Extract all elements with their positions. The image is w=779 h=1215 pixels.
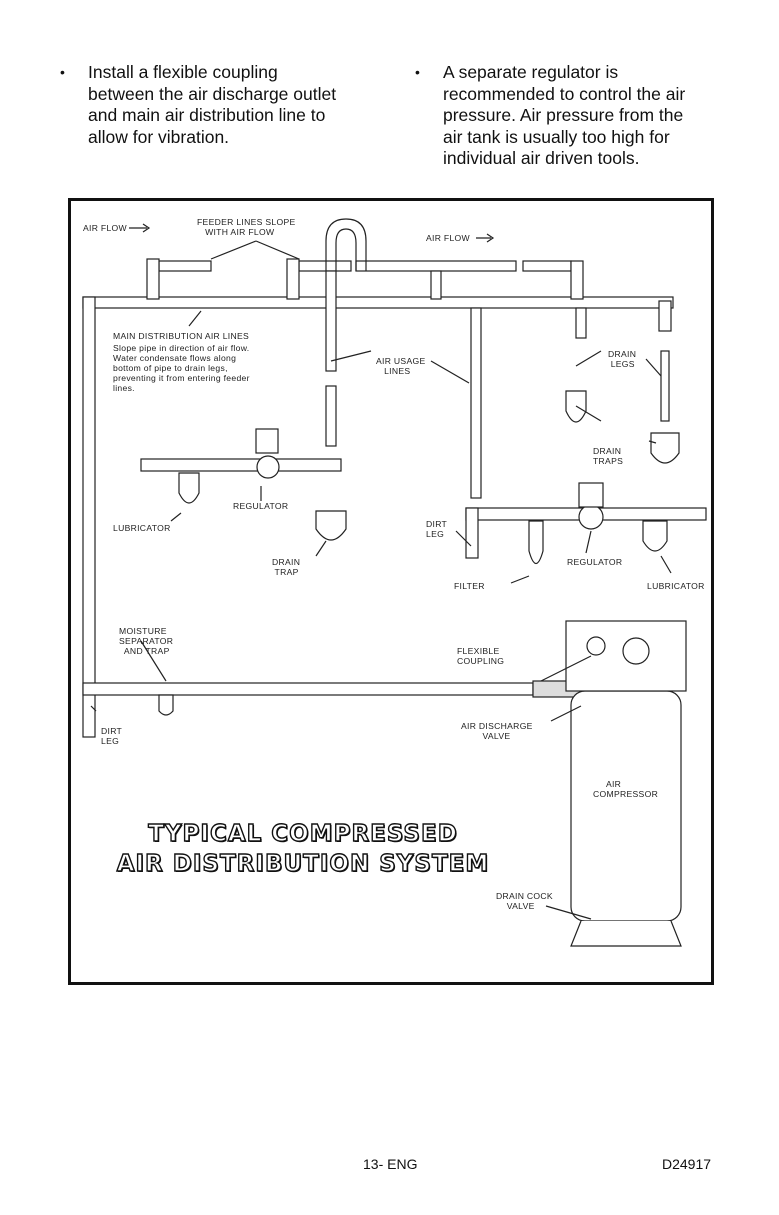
bullet-line: recommended to control the air [443,83,686,104]
label-feeder-lines: FEEDER LINES SLOPE WITH AIR FLOW [197,217,296,237]
leader-line [430,360,470,384]
feeder-drop [570,260,584,300]
pipe-diagram-drawing [82,218,707,947]
label-dirt-leg-left: DIRT LEG [101,726,123,746]
regulator-body [255,428,279,454]
dirt-leg-pipe [465,507,479,559]
moisture-separator [158,694,174,716]
drain-leg-pipe [660,350,670,422]
feeder-pipe [355,260,517,272]
label-drain-cock-valve: DRAIN COCK VALVE [496,891,553,911]
leader-line [315,530,472,557]
motor-flywheel [622,637,650,665]
pressure-gauge [586,636,606,656]
bullet-line: between the air discharge outlet [88,83,337,104]
feeder-drop [146,258,160,300]
air-usage-line [325,270,337,372]
label-air-compressor: AIR COMPRESSOR [593,779,659,799]
bullet-line: and main air distribution line to [88,105,326,125]
lower-main-pipe [82,682,534,696]
bullet-line: A separate regulator is [443,62,619,82]
air-usage-line [325,385,337,447]
main-drop-pipe [82,296,96,738]
leader-line [140,640,592,722]
leader-line [210,240,300,260]
air-usage-elbow [335,228,357,271]
label-lubricator-right: LUBRICATOR [647,581,705,591]
main-distribution-pipe [82,296,674,309]
feeder-pipe [298,260,352,272]
label-flexible-coupling: FLEXIBLE COUPLING [457,646,505,666]
leader-line [575,405,657,444]
label-regulator-left: REGULATOR [233,501,289,511]
label-air-usage-lines: AIR USAGE LINES [376,356,426,376]
air-distribution-diagram: AIR FLOW FEEDER LINES SLOPE WITH AIR FLO… [68,198,714,985]
air-usage-elbow [325,218,367,271]
label-air-flow-right: AIR FLOW [426,233,470,243]
drain-trap-bowl [315,510,347,541]
feeder-drop [430,270,442,300]
filter-bowl [528,520,544,565]
bullet-separate-regulator: • A separate regulator is recommended to… [415,62,743,170]
diagram-title-line: AIR DISTRIBUTION SYSTEM [116,850,490,877]
leader-line [510,530,672,584]
regulator-gauge [256,455,280,479]
air-usage-line [470,307,482,499]
drain-leg-pipe [575,307,587,339]
lubricator-bowl [642,520,668,552]
label-lubricator-left: LUBRICATOR [113,523,171,533]
bullet-marker: • [60,64,65,80]
label-drain-legs: DRAIN LEGS [608,349,637,369]
label-air-flow-left: AIR FLOW [83,223,127,233]
bullet-flexible-coupling: • Install a flexible coupling between th… [60,62,388,148]
label-main-lines-desc: Slope pipe in direction of air flow. Wat… [113,343,250,393]
label-main-lines-title: MAIN DISTRIBUTION AIR LINES [113,331,250,341]
bullet-line: Install a flexible coupling [88,62,278,82]
leader-line [575,350,662,377]
label-drain-trap: DRAIN TRAP [272,557,301,577]
regulator-body [578,482,604,508]
leader-line [545,905,592,920]
air-flow-arrow-icon [476,233,495,243]
feeder-pipe [522,260,572,272]
feeder-drop [286,258,300,300]
drain-leg-pipe [658,300,672,332]
air-flow-arrow-icon [129,223,151,233]
document-code: D24917 [662,1156,712,1172]
regulator-gauge [578,504,604,530]
leader-line [90,705,97,712]
bullet-marker: • [415,64,420,80]
page-number: 13- ENG [363,1156,418,1172]
bullet-line: individual air driven tools. [443,148,640,168]
bullet-line: pressure. Air pressure from the [443,105,684,125]
leader-line [170,486,262,522]
leader-line [188,310,202,327]
regulator-line [140,458,342,472]
label-moisture-separator: MOISTURE SEPARATOR AND TRAP [119,626,174,656]
label-filter: FILTER [454,581,485,591]
instruction-bullets: • Install a flexible coupling between th… [0,62,779,202]
compressor-base [570,920,682,947]
diagram-title-line: TYPICAL COMPRESSED [147,820,458,847]
diagram-title: TYPICAL COMPRESSED AIR DISTRIBUTION SYST… [113,819,493,879]
drain-trap-bowl [650,432,680,464]
label-regulator-right: REGULATOR [567,557,623,567]
label-air-discharge-valve: AIR DISCHARGE VALVE [461,721,533,741]
lubricator-bowl [178,472,200,504]
leader-line [330,350,372,362]
bullet-line: air tank is usually too high for [443,126,670,147]
label-dirt-leg-right: DIRT LEG [426,519,448,539]
compressor-tank [570,690,682,922]
feeder-pipe [158,260,212,272]
label-drain-traps: DRAIN TRAPS [593,446,624,466]
bullet-line: allow for vibration. [88,126,230,147]
